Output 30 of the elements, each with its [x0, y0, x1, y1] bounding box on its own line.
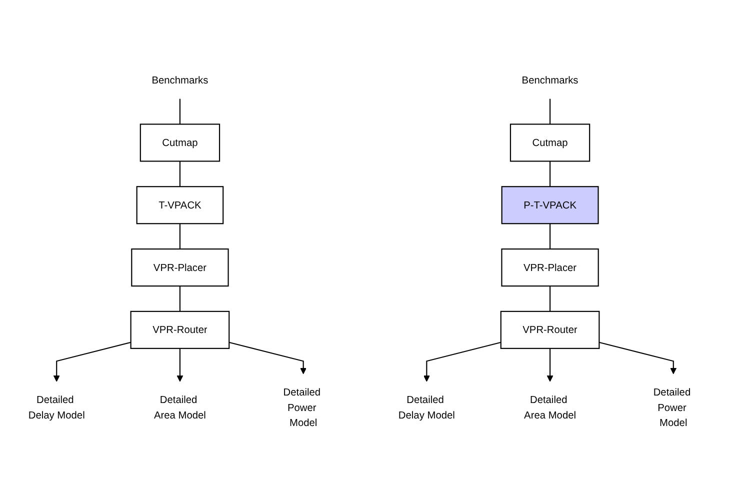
node-text: Benchmarks	[152, 74, 208, 86]
arrow	[228, 342, 307, 375]
node-box: T-VPACK	[136, 186, 224, 225]
node-box: P-T-VPACK	[501, 186, 599, 225]
arrow	[176, 348, 184, 382]
arrow	[53, 342, 131, 382]
node-box: VPR-Placer	[501, 248, 599, 287]
node-text: Detailed Power Model	[653, 386, 691, 429]
connector	[550, 224, 551, 250]
arrow	[599, 342, 677, 375]
node-box: VPR-Router	[130, 311, 230, 350]
node-text: Detailed Power Model	[283, 386, 321, 429]
connector	[179, 162, 180, 188]
connector	[550, 286, 551, 312]
node-text: Detailed Delay Model	[28, 394, 85, 422]
node-box: VPR-Router	[500, 311, 600, 350]
node-text: Detailed Delay Model	[398, 394, 455, 422]
node-text: Detailed Area Model	[524, 394, 576, 422]
node-box: Cutmap	[510, 124, 590, 162]
connector	[179, 286, 180, 312]
connector	[550, 162, 551, 188]
node-box: Cutmap	[140, 124, 220, 162]
arrow	[546, 348, 554, 382]
node-box: VPR-Placer	[131, 248, 229, 287]
node-text: Detailed Area Model	[154, 394, 206, 422]
connector	[179, 99, 180, 125]
connector	[179, 224, 180, 250]
connector	[550, 99, 551, 125]
arrow	[423, 342, 502, 382]
node-text: Benchmarks	[522, 74, 578, 86]
